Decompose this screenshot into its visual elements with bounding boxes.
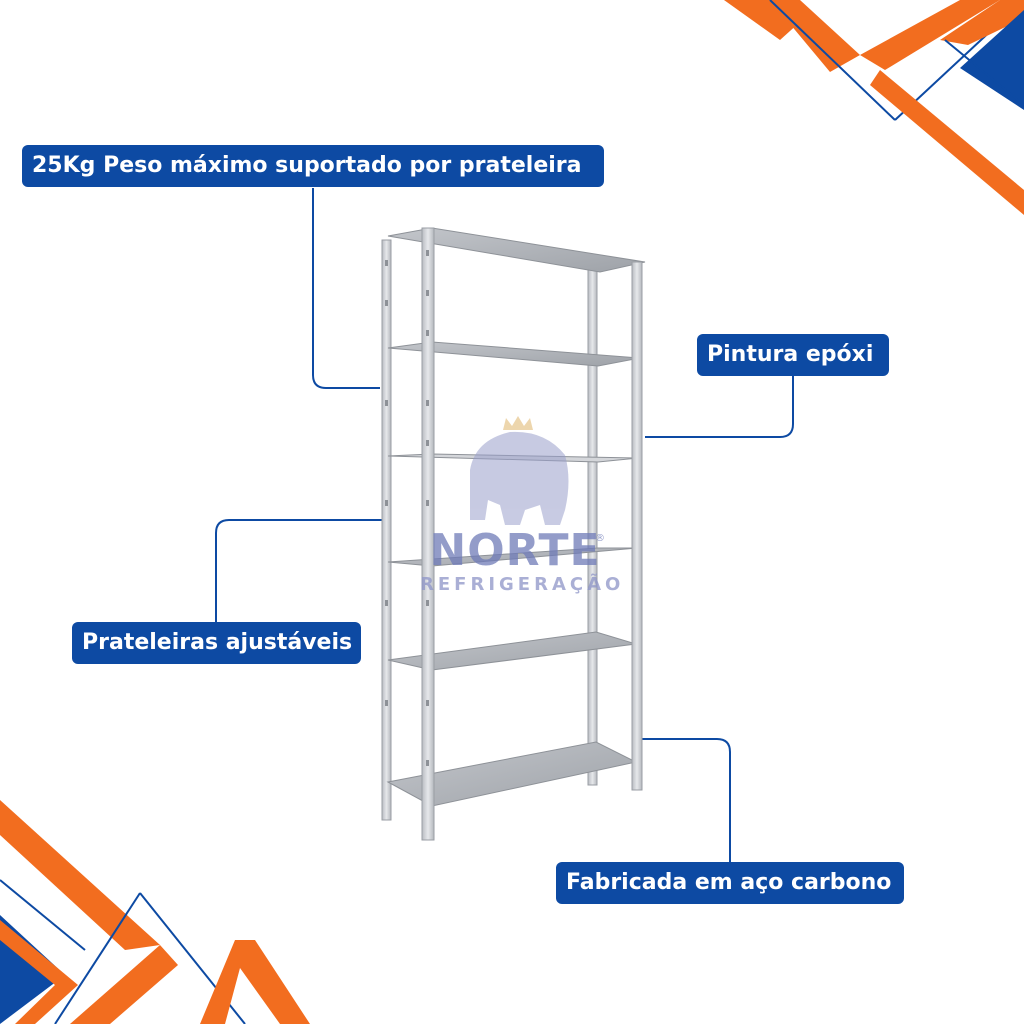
- top-right-chevrons: [724, 0, 1024, 215]
- callout-line-peso: [312, 188, 380, 389]
- label-adjustable-shelves: Prateleiras ajustáveis: [72, 622, 361, 664]
- label-max-weight: 25Kg Peso máximo suportado por prateleir…: [22, 145, 604, 187]
- post-slots: [385, 250, 429, 766]
- post-front-right: [631, 261, 643, 791]
- brand-name: NORTE: [429, 525, 601, 576]
- bear-logo-icon: [470, 416, 569, 525]
- registered-mark: ®: [595, 533, 605, 544]
- shelf-1: [387, 227, 646, 273]
- brand-subtitle: REFRIGERAÇÃO: [420, 574, 625, 595]
- label-carbon-steel: Fabricada em aço carbono: [556, 862, 904, 904]
- callout-line-pintura: [645, 376, 794, 438]
- callout-line-prateleiras: [215, 519, 382, 622]
- watermark-logo: NORTE REFRIGERAÇÃO: [420, 525, 625, 596]
- post-front-left: [421, 227, 435, 841]
- label-epoxy-paint: Pintura epóxi: [697, 334, 889, 376]
- callout-line-aco: [638, 738, 731, 862]
- post-back-left: [381, 239, 392, 821]
- bottom-left-chevrons: [0, 800, 310, 1024]
